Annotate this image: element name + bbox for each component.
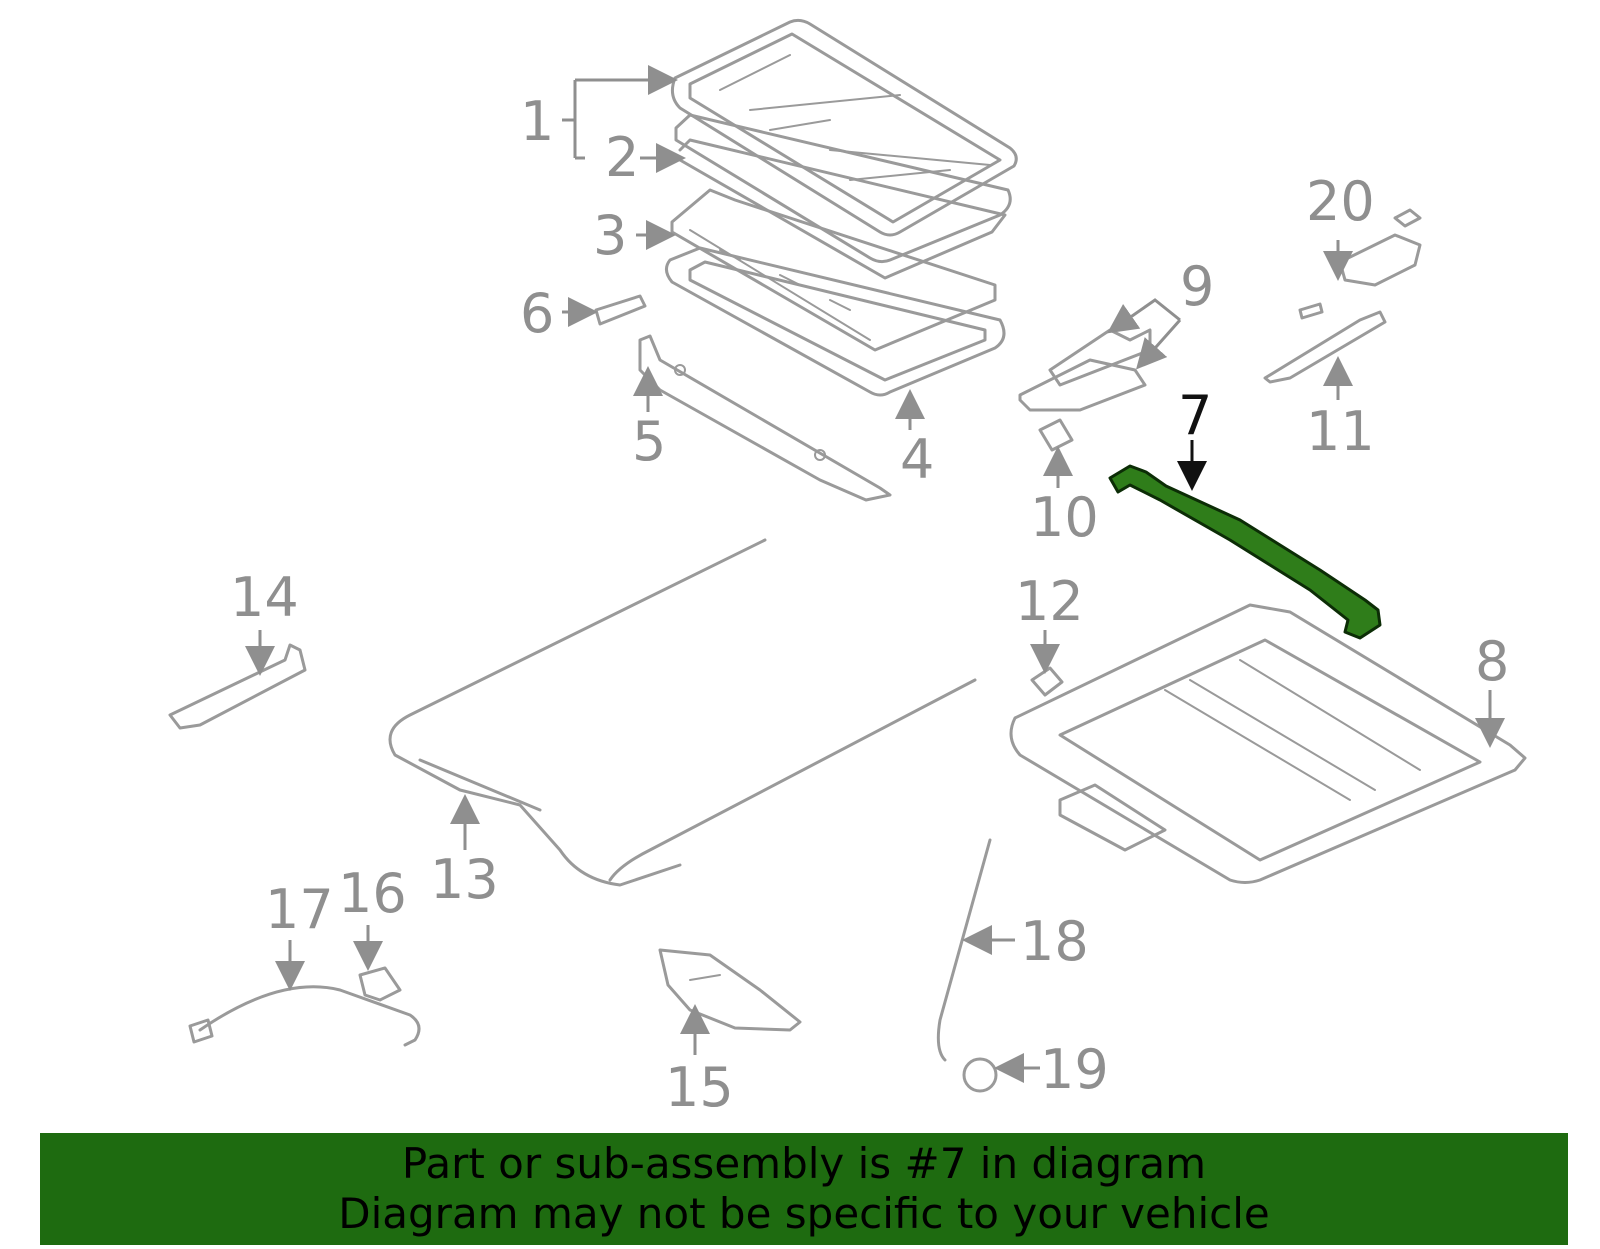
clip-part-10 [1038, 418, 1074, 452]
label-12: 12 [1015, 570, 1084, 633]
bracket-part-6 [594, 294, 647, 326]
glass-panel-part-1 [670, 18, 1018, 237]
label-13: 13 [430, 848, 499, 911]
motor-part-15 [658, 948, 802, 1032]
label-14: 14 [230, 566, 299, 629]
label-18: 18 [1020, 910, 1089, 973]
label-9: 9 [1180, 255, 1214, 318]
label-19: 19 [1040, 1038, 1109, 1101]
glass-seal-part-2 [674, 113, 1012, 280]
label-4: 4 [900, 428, 934, 491]
label-10: 10 [1030, 486, 1099, 549]
guide-rail-part-5 [638, 334, 892, 502]
harness-part-17 [188, 985, 421, 1047]
guide-part-14 [168, 643, 307, 730]
label-2: 2 [605, 126, 639, 189]
label-8: 8 [1475, 630, 1509, 693]
label-6: 6 [520, 282, 554, 345]
label-17: 17 [265, 878, 334, 941]
drive-cable-part-13 [388, 538, 977, 887]
banner-line-1: Part or sub-assembly is #7 in diagram [401, 1139, 1207, 1188]
bracket-part-9 [1018, 328, 1152, 412]
label-1: 1 [520, 90, 554, 153]
part-labels: 1 2 3 4 5 6 7 8 9 10 11 12 13 14 15 16 1… [230, 90, 1509, 1119]
notice-banner: Part or sub-assembly is #7 in diagram Di… [40, 1133, 1568, 1245]
banner-line-2: Diagram may not be specific to your vehi… [338, 1189, 1270, 1238]
clip-part-12 [1030, 666, 1064, 697]
label-15: 15 [665, 1056, 734, 1119]
label-5: 5 [632, 410, 666, 473]
sunroof-frame-part-8 [1009, 603, 1527, 884]
panel-frame-part-4 [665, 246, 1006, 397]
label-16: 16 [338, 862, 407, 925]
rail-part-7-highlighted[interactable] [1108, 464, 1382, 640]
label-7: 7 [1178, 384, 1212, 447]
switch-part-16 [358, 966, 402, 1002]
drain-hose-part-18 [936, 838, 992, 1062]
label-11: 11 [1306, 400, 1375, 463]
label-20: 20 [1306, 170, 1375, 233]
deflector-frame-part-3 [670, 188, 997, 352]
rail-part-11 [1263, 302, 1387, 384]
grommet-part-19 [962, 1057, 998, 1093]
label-3: 3 [593, 204, 627, 267]
leader-lines [245, 80, 1505, 1083]
